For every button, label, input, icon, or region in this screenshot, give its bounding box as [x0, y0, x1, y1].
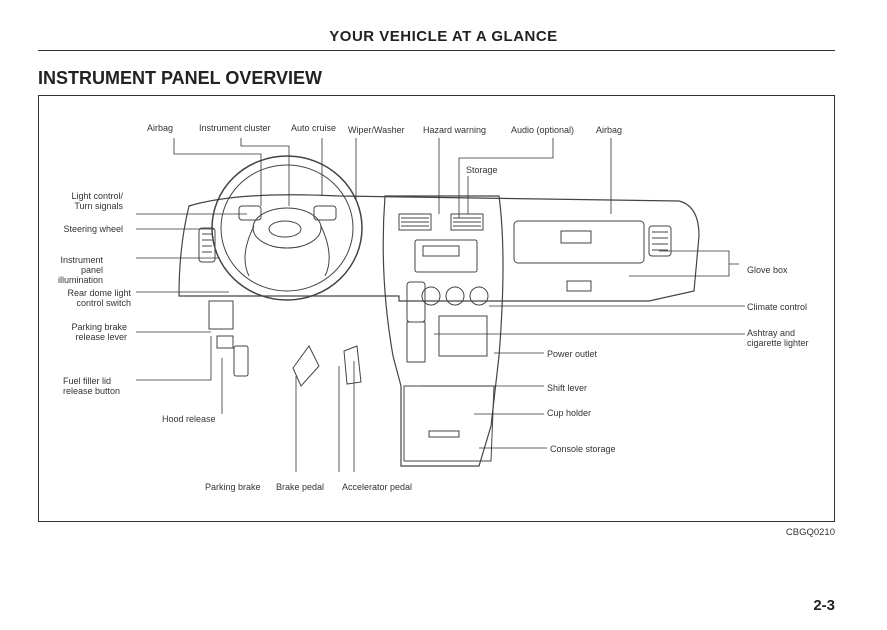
label-power-outlet: Power outlet [547, 349, 598, 359]
label-steering-wheel: Steering wheel [63, 224, 123, 234]
label-instrument-cluster: Instrument cluster [199, 123, 271, 133]
instrument-panel-figure: Airbag Instrument cluster Auto cruise Wi… [38, 95, 835, 522]
label-parking-brake-release: Parking brake release lever [71, 322, 127, 342]
label-climate-control: Climate control [747, 302, 808, 312]
label-accelerator-pedal: Accelerator pedal [342, 482, 413, 492]
label-hazard-warning: Hazard warning [423, 125, 487, 135]
label-audio: Audio (optional) [511, 125, 575, 135]
label-cup-holder: Cup holder [547, 408, 592, 418]
label-airbag-left: Airbag [147, 123, 174, 133]
label-shift-lever: Shift lever [547, 383, 588, 393]
label-brake-pedal: Brake pedal [276, 482, 325, 492]
figure-code: CBGQ0210 [785, 527, 835, 538]
page-number: 2-3 [813, 597, 835, 614]
label-auto-cruise: Auto cruise [291, 123, 337, 133]
label-ashtray: Ashtray and cigarette lighter [747, 328, 809, 348]
dashboard-illustration [136, 138, 745, 472]
header-rule [38, 50, 835, 51]
label-hood-release: Hood release [162, 414, 216, 424]
label-parking-brake: Parking brake [205, 482, 261, 492]
section-title: INSTRUMENT PANEL OVERVIEW [38, 68, 323, 88]
label-storage: Storage [466, 165, 498, 175]
label-light-control: Light control/ Turn signals [71, 191, 123, 211]
label-rear-dome: Rear dome light control switch [67, 288, 131, 308]
label-wiper-washer: Wiper/Washer [348, 125, 405, 135]
label-fuel-filler: Fuel filler lid release button [63, 376, 121, 396]
label-console-storage: Console storage [550, 444, 616, 454]
label-glove-box: Glove box [747, 265, 788, 275]
label-airbag-right: Airbag [596, 125, 623, 135]
label-instrument-illumination: Instrument panel illumination [57, 255, 103, 285]
running-header: YOUR VEHICLE AT A GLANCE [329, 28, 558, 45]
